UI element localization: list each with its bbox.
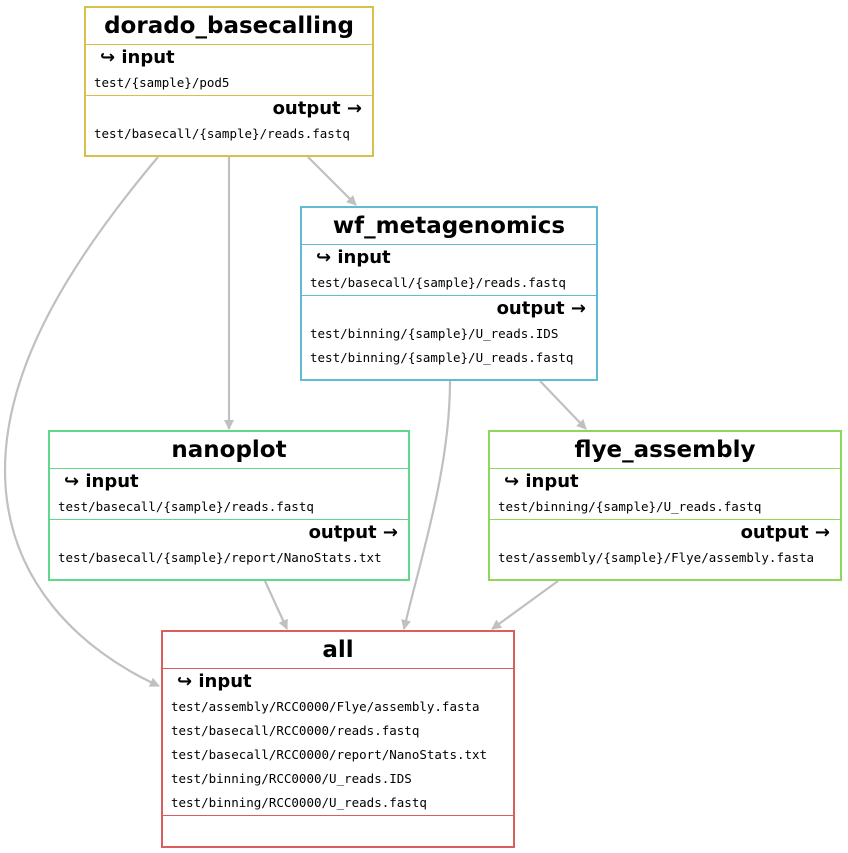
- output-file: test/basecall/{sample}/report/NanoStats.…: [58, 550, 382, 565]
- edge-wf_metagenomics-to-all: [401, 380, 452, 630]
- input-file: test/binning/RCC0000/U_reads.IDS: [171, 771, 412, 786]
- node-divider: [490, 519, 840, 520]
- output-file: test/basecall/{sample}/reads.fastq: [94, 126, 350, 141]
- node-all[interactable]: all ↪ input test/assembly/RCC0000/Flye/ass…: [161, 630, 515, 848]
- node-divider: [50, 519, 408, 520]
- output-header: output →: [496, 298, 586, 319]
- input-file: test/binning/RCC0000/U_reads.fastq: [171, 795, 427, 810]
- node-title: flye_assembly: [574, 437, 756, 463]
- node-nanoplot[interactable]: nanoplot ↪ input test/basecall/{sample}/re…: [48, 430, 410, 581]
- node-divider: [86, 44, 372, 45]
- output-file: test/assembly/{sample}/Flye/assembly.fas…: [498, 550, 815, 565]
- node-title: nanoplot: [171, 437, 287, 463]
- node-flye_assembly[interactable]: flye_assembly ↪ input test/binning/{sample…: [488, 430, 842, 581]
- input-file: test/{sample}/pod5: [94, 75, 230, 90]
- node-dorado_basecalling[interactable]: dorado_basecalling ↪ input test/{sample}/p…: [84, 6, 374, 157]
- output-file: test/binning/{sample}/U_reads.fastq: [310, 350, 574, 365]
- edge-dorado-to-wf_metagenomics: [307, 156, 357, 206]
- input-header: ↪ input: [64, 471, 139, 492]
- output-file: test/binning/{sample}/U_reads.IDS: [310, 326, 559, 341]
- output-header: output →: [308, 522, 398, 543]
- input-header: ↪ input: [504, 471, 579, 492]
- edge-dorado-to-all: [3, 156, 160, 688]
- node-divider: [163, 815, 513, 816]
- input-file: test/basecall/RCC0000/report/NanoStats.t…: [171, 747, 488, 762]
- node-divider: [163, 668, 513, 669]
- node-title: wf_metagenomics: [332, 213, 566, 239]
- input-file: test/basecall/{sample}/reads.fastq: [58, 499, 314, 514]
- node-divider: [50, 468, 408, 469]
- input-header: ↪ input: [100, 47, 175, 68]
- input-header: ↪ input: [316, 247, 391, 268]
- node-divider: [86, 95, 372, 96]
- input-file: test/assembly/RCC0000/Flye/assembly.fast…: [171, 699, 480, 714]
- output-header: output →: [740, 522, 830, 543]
- input-file: test/binning/{sample}/U_reads.fastq: [498, 499, 762, 514]
- node-divider: [302, 244, 596, 245]
- edge-nanoplot-to-all: [264, 580, 288, 630]
- input-header: ↪ input: [177, 671, 252, 692]
- node-divider: [490, 468, 840, 469]
- node-title: all: [322, 637, 354, 663]
- input-file: test/basecall/{sample}/reads.fastq: [310, 275, 566, 290]
- node-title: dorado_basecalling: [104, 13, 354, 39]
- node-wf_metagenomics[interactable]: wf_metagenomics ↪ input test/basecall/{sam…: [300, 206, 598, 381]
- edge-flye_assembly-to-all: [491, 580, 559, 630]
- output-header: output →: [272, 98, 362, 119]
- input-file: test/basecall/RCC0000/reads.fastq: [171, 723, 420, 738]
- node-divider: [302, 295, 596, 296]
- edge-wf_metagenomics-to-flye_assembly: [539, 380, 587, 430]
- empty-output-section: [163, 816, 513, 842]
